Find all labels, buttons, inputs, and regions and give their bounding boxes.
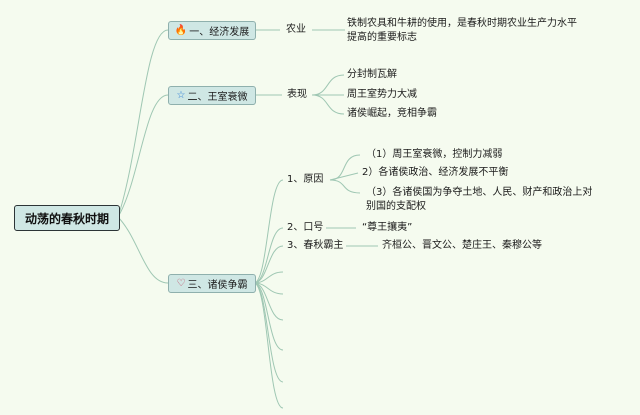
leaf-feudal-collapse: 分封制瓦解 [347, 69, 397, 80]
branch-royal-decline-label: 二、王室衰微 [187, 92, 248, 103]
fire-icon: 🔥 [174, 24, 188, 36]
leaf-hegemons: 齐桓公、晋文公、楚庄王、秦穆公等 [382, 240, 542, 251]
leaf-reason-2: 2）各诸侯政治、经济发展不平衡 [362, 167, 509, 178]
sub-agriculture[interactable]: 农业 [286, 24, 306, 35]
sub-manifestation[interactable]: 表现 [287, 89, 307, 100]
leaf-slogan: “尊王攘夷” [362, 222, 413, 233]
leaf-reason-1: （1）周王室衰微，控制力减弱 [366, 149, 503, 160]
branch-royal-decline[interactable]: ☆ 二、王室衰微 [168, 86, 256, 105]
branch-economy-label: 一、经济发展 [189, 27, 250, 38]
branch-economy[interactable]: 🔥 一、经济发展 [168, 21, 256, 40]
sub-hegemons[interactable]: 3、春秋霸主 [287, 240, 344, 251]
sub-slogan[interactable]: 2、口号 [287, 222, 324, 233]
leaf-agriculture: 铁制农具和牛耕的使用，是春秋时期农业生产力水平提高的重要标志 [347, 18, 577, 43]
sub-reasons[interactable]: 1、原因 [287, 174, 324, 185]
leaf-reason-3: （3）各诸侯国为争夺土地、人民、财产和政治上对别国的支配权 [366, 187, 593, 212]
leaf-zhou-weakened: 周王室势力大减 [347, 89, 417, 100]
branch-hegemony[interactable]: ♡ 三、诸侯争霸 [168, 274, 256, 293]
heart-icon: ♡ [176, 277, 186, 289]
leaf-lords-rise: 诸侯崛起，竞相争霸 [347, 108, 437, 119]
root-node[interactable]: 动荡的春秋时期 [14, 205, 120, 231]
branch-hegemony-label: 三、诸侯争霸 [187, 280, 248, 291]
root-label: 动荡的春秋时期 [24, 211, 109, 226]
star-icon: ☆ [176, 89, 186, 101]
